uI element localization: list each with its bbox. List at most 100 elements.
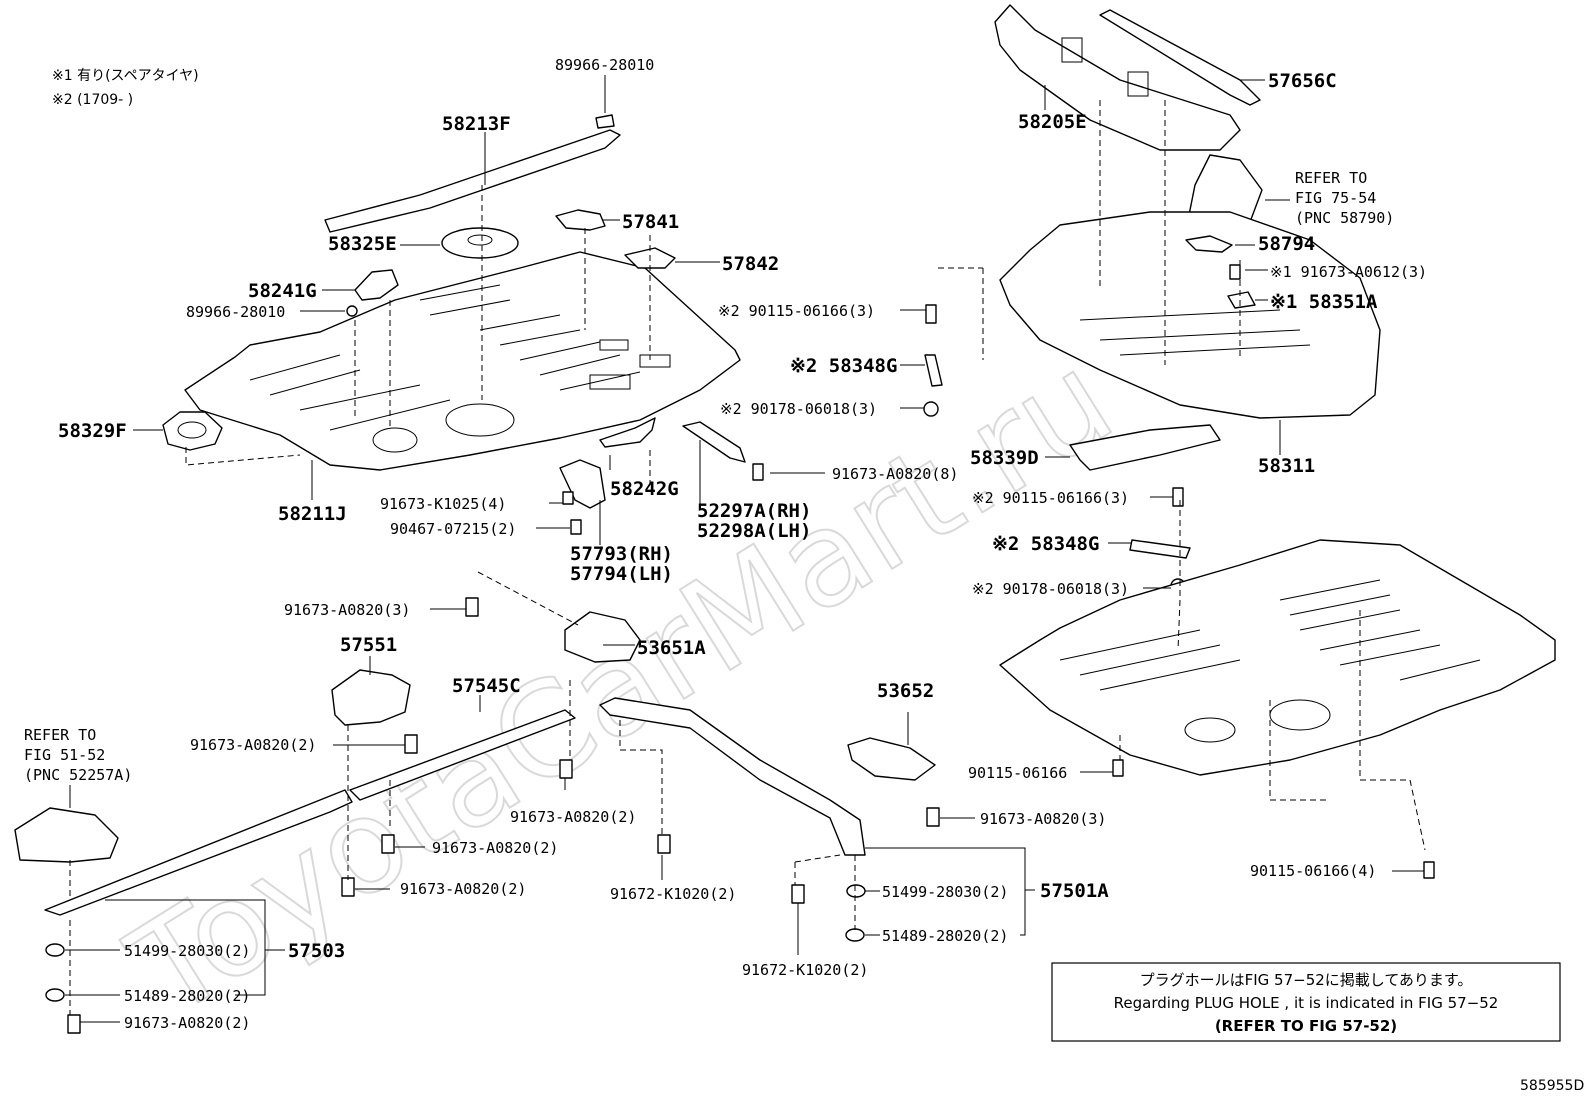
label-90115-mid: ※2 90115-06166(3) <box>972 489 1129 507</box>
cushion-51499-b <box>846 884 866 898</box>
refer-51-52-line2: FIG 51-52 <box>24 746 105 764</box>
label-91673-A0820-8: 91673-A0820(8) <box>832 465 958 483</box>
bolt-91673-A0820-2e <box>67 1014 81 1034</box>
bolt-91673-K1025 <box>562 491 574 505</box>
refer-51-52-line1: REFER TO <box>24 726 96 744</box>
notice-line-1: プラグホールはFIG 57−52に掲載してあります。 <box>1140 971 1473 989</box>
bolt-91673-A0820-8 <box>752 463 764 481</box>
plug-hole-notice: プラグホールはFIG 57−52に掲載してあります。 Regarding PLU… <box>1051 962 1561 1042</box>
label-58242G: 58242G <box>610 478 679 500</box>
label-53651A: 53651A <box>637 637 706 659</box>
label-57656C: 57656C <box>1268 70 1337 92</box>
refer-75-54-line1: REFER TO <box>1295 169 1367 187</box>
note-2: ※2 (1709- ) <box>52 92 133 108</box>
bolt-91673-A0612 <box>1229 264 1241 280</box>
brace-57501A <box>599 697 866 856</box>
bracket-57793 <box>559 459 606 509</box>
label-91673-A0612: ※1 91673-A0612(3) <box>1270 263 1427 281</box>
label-90178-mid: ※2 90178-06018(3) <box>972 580 1129 598</box>
label-90178-top: ※2 90178-06018(3) <box>720 400 877 418</box>
label-91673-A0820-3b: 91673-A0820(3) <box>980 810 1106 828</box>
label-58241G: 58241G <box>248 280 317 302</box>
bracket-58794 <box>1185 235 1233 253</box>
crossmember-58205E <box>994 4 1241 151</box>
cover-58311 <box>999 211 1381 419</box>
label-90467-07215: 90467-07215(2) <box>390 520 516 538</box>
refer-51-52-line3: (PNC 52257A) <box>24 766 132 784</box>
nut-90178-top <box>923 401 939 417</box>
label-91673-K1025: 91673-K1025(4) <box>380 495 506 513</box>
bolt-90467 <box>570 519 582 535</box>
label-91673-A0820-2a: 91673-A0820(2) <box>190 736 316 754</box>
bolt-91673-A0820-3a <box>465 597 479 617</box>
label-58339D: 58339D <box>970 447 1039 469</box>
label-57841: 57841 <box>622 211 679 233</box>
clip-58351A <box>1227 291 1256 309</box>
brace-57503 <box>44 789 353 916</box>
label-91673-A0820-2d: 91673-A0820(2) <box>400 880 526 898</box>
label-57545C: 57545C <box>452 675 521 697</box>
bolt-91673-A0820-2c <box>381 834 395 854</box>
label-57794: 57794(LH) <box>570 563 673 585</box>
cushion-51489-b <box>845 928 865 942</box>
label-89966-28010-side: 89966-28010 <box>186 303 285 321</box>
label-57793: 57793(RH) <box>570 543 673 565</box>
label-91672-K1020-a: 91672-K1020(2) <box>610 885 736 903</box>
bracket-57551 <box>331 669 411 726</box>
brace-57545C <box>349 709 576 801</box>
bolt-91672-K1020-b <box>791 884 805 904</box>
label-58351A: ※1 58351A <box>1270 291 1378 313</box>
bracket-58242G <box>599 417 656 448</box>
label-52298A: 52298A(LH) <box>697 520 811 542</box>
bolt-90115-mid <box>1172 487 1184 507</box>
floor-pan-lower <box>999 539 1556 776</box>
label-89966-28010-top: 89966-28010 <box>555 56 654 74</box>
label-58325E: 58325E <box>328 233 397 255</box>
bolt-91673-A0820-2d <box>341 877 355 897</box>
clip-89966-side <box>346 305 358 317</box>
label-58348G-mid: ※2 58348G <box>992 533 1099 555</box>
label-51489-a: 51489-28020(2) <box>124 987 250 1005</box>
clip-89966-top <box>595 114 615 129</box>
cushion-51489-a <box>45 988 65 1002</box>
label-57842: 57842 <box>722 253 779 275</box>
floor-pan-58211J <box>184 251 741 471</box>
notice-line-3: (REFER TO FIG 57-52) <box>1215 1017 1397 1035</box>
label-57501A: 57501A <box>1040 880 1109 902</box>
label-58205E: 58205E <box>1018 111 1087 133</box>
bracket-52257A <box>14 807 119 863</box>
bracket-53651A <box>564 611 641 663</box>
bolt-91672-K1020-a <box>657 834 671 854</box>
bracket-57841 <box>555 209 606 231</box>
strip-58339D <box>1069 424 1221 471</box>
label-91673-A0820-2c: 91673-A0820(2) <box>432 839 558 857</box>
refer-75-54-line3: (PNC 58790) <box>1295 209 1394 227</box>
label-90115-top: ※2 90115-06166(3) <box>718 302 875 320</box>
label-51489-b: 51489-28020(2) <box>882 927 1008 945</box>
refer-75-54-line2: FIG 75-54 <box>1295 189 1376 207</box>
label-58794: 58794 <box>1258 233 1315 255</box>
cushion-51499-a <box>45 943 65 957</box>
note-1: ※1 有り(スペアタイヤ) <box>52 68 199 84</box>
label-58329F: 58329F <box>58 420 127 442</box>
label-51499-b: 51499-28030(2) <box>882 883 1008 901</box>
label-90115-4: 90115-06166(4) <box>1250 862 1376 880</box>
label-58348G-top: ※2 58348G <box>790 355 897 377</box>
bolt-90115-4 <box>1423 861 1435 879</box>
bolt-90115-top <box>925 304 937 324</box>
bracket-58348G-top <box>924 354 943 387</box>
bar-57656C <box>1099 9 1261 106</box>
plug-58329F <box>162 411 223 451</box>
figure-id: 585955D <box>1520 1078 1584 1094</box>
notice-line-2: Regarding PLUG HOLE , it is indicated in… <box>1114 994 1499 1012</box>
bolt-91673-A0820-2b <box>559 759 573 779</box>
bolt-90115-single <box>1112 759 1124 777</box>
bar-58213F <box>324 129 621 233</box>
bracket-52297A <box>682 421 746 463</box>
label-57551: 57551 <box>340 634 397 656</box>
bracket-58348G-mid <box>1129 539 1191 559</box>
bolt-91673-A0820-3b <box>926 807 940 827</box>
label-51499-a: 51499-28030(2) <box>124 942 250 960</box>
bracket-53652 <box>847 737 936 781</box>
